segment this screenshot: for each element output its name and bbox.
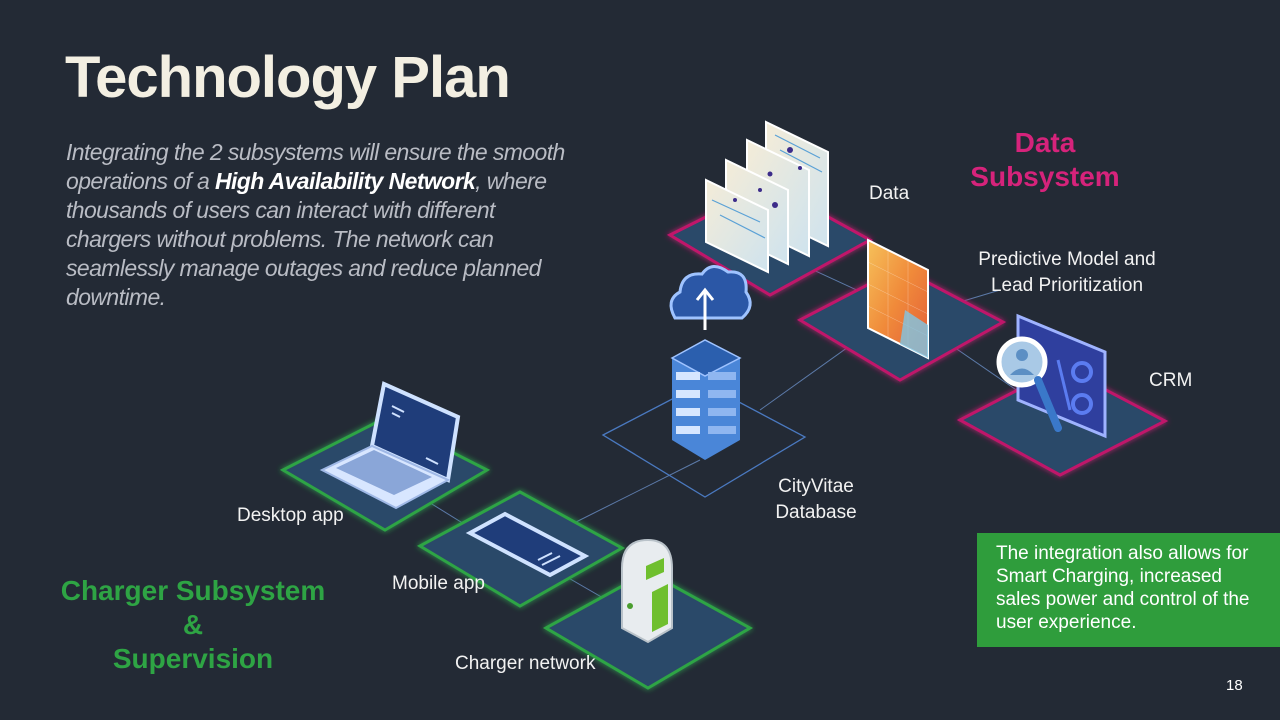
data-subsystem-title: Data Subsystem [960,126,1130,194]
node-label-desktop-app: Desktop app [237,505,344,526]
data-subsystem-title-line1: Data [1014,127,1076,158]
node-label-predictive-model: Predictive Model and Lead Prioritization [957,247,1177,299]
database-label-line1: CityVitae [778,476,854,497]
database-label-line2: Database [775,502,857,523]
platform-database [601,382,807,498]
node-label-crm: CRM [1149,370,1193,391]
map-stack-icon [705,120,829,274]
node-label-database: CityVitae Database [756,474,876,526]
page-number: 18 [1226,677,1243,694]
node-label-data: Data [869,183,910,204]
intro-paragraph: Integrating the 2 subsystems will ensure… [66,138,576,312]
predictive-label-line2: Lead Prioritization [990,275,1144,296]
heatmap-icon [867,238,929,360]
intro-text-bold: High Availability Network [214,168,476,194]
crm-analytics-icon [996,313,1107,439]
intro-text-part2: , where thousands of users can interact … [66,168,547,310]
intro-text-part1: Integrating the 2 subsystems will ensure… [66,139,565,194]
charger-subsystem-title-line2: Supervision [112,643,274,674]
data-subsystem-title-line2: Subsystem [970,161,1120,192]
predictive-label-line1: Predictive Model and [978,249,1156,270]
ev-charger-icon [621,538,673,644]
node-label-charger-network: Charger network [455,653,596,674]
smart-charging-callout: The integration also allows for Smart Ch… [977,533,1280,647]
cloud-server-icon [669,265,752,460]
laptop-icon [319,381,461,510]
node-label-mobile-app: Mobile app [392,573,485,594]
mobile-phone-icon [465,511,590,578]
charger-subsystem-title-line1: Charger Subsystem & [60,575,326,640]
charger-subsystem-title: Charger Subsystem & Supervision [48,574,338,676]
slide-title: Technology Plan [65,45,511,110]
